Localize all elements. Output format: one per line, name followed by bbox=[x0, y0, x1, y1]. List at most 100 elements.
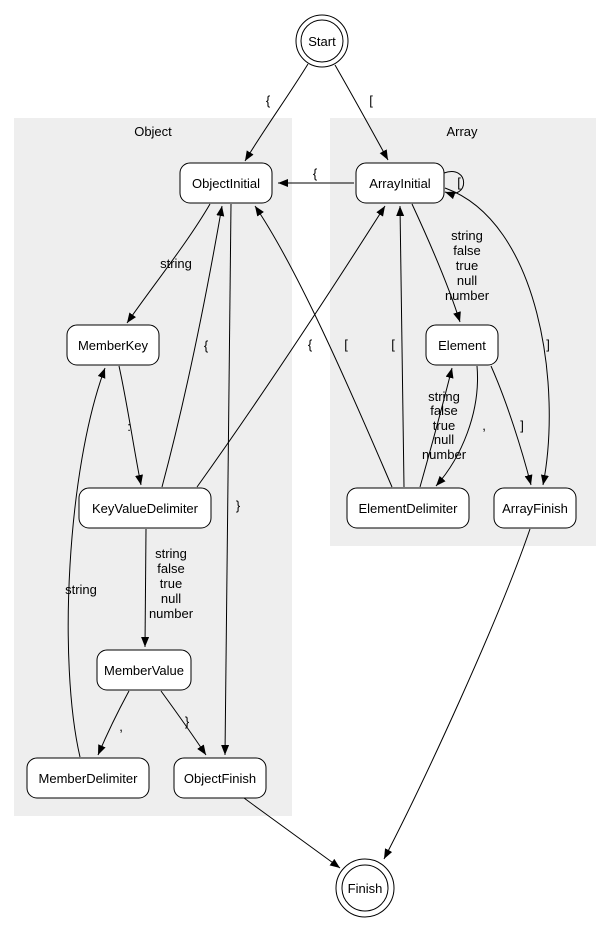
cluster-object-box bbox=[14, 118, 292, 816]
edge-arrayinitial-element-path bbox=[411, 203, 461, 323]
edge-label-memberkey-keyvaluedelimiter: : bbox=[127, 419, 131, 434]
node-finish: Finish bbox=[335, 858, 395, 918]
edge-label-element-arrayfinish: ] bbox=[520, 418, 524, 433]
edge-element-arrayfinish-path bbox=[490, 365, 533, 486]
edge-objectfinish-finish-path bbox=[243, 797, 341, 869]
edge-element-elementdelimiter-path bbox=[435, 365, 479, 487]
node-membervalue-label: MemberValue bbox=[104, 663, 184, 678]
edge-memberdelimiter-memberkey: string bbox=[65, 367, 106, 758]
edge-label-objectinitial-objectfinish: } bbox=[236, 498, 241, 513]
edge-keyvaluedelimiter-objectinitial: { bbox=[161, 205, 225, 488]
edge-arrayinitial-arrayfinish: ] bbox=[444, 187, 550, 486]
edge-keyvaluedelimiter-objectinitial-path bbox=[161, 205, 225, 488]
edge-membervalue-memberdelimiter: , bbox=[97, 690, 130, 756]
edge-keyvaluedelimiter-arrayinitial: [ bbox=[196, 205, 386, 488]
edge-objectinitial-objectfinish-path bbox=[221, 203, 232, 756]
edge-label-objectinitial-memberkey: string bbox=[160, 256, 192, 271]
node-elementdelimiter-label: ElementDelimiter bbox=[359, 501, 459, 516]
node-arrayfinish-box bbox=[493, 487, 577, 529]
edge-start-arrayinitial-path bbox=[334, 64, 389, 161]
edge-arrayinitial-objectinitial: { bbox=[278, 166, 354, 187]
edge-elementdelimiter-arrayinitial-path bbox=[396, 205, 405, 488]
edge-element-arrayfinish: ] bbox=[490, 365, 533, 486]
edge-memberkey-keyvaluedelimiter: : bbox=[118, 365, 143, 486]
node-memberdelimiter: MemberDelimiter bbox=[26, 757, 150, 799]
node-arrayinitial-label: ArrayInitial bbox=[369, 176, 431, 191]
edge-label-element-elementdelimiter: , bbox=[482, 418, 486, 433]
edge-objectinitial-memberkey: string bbox=[126, 203, 211, 324]
edge-start-objectinitial: { bbox=[244, 63, 309, 162]
edge-keyvaluedelimiter-membervalue: string false true null number bbox=[141, 528, 194, 648]
edges: { [ { [ string } : { bbox=[65, 63, 550, 869]
node-objectfinish: ObjectFinish bbox=[173, 757, 267, 799]
node-memberkey-label: MemberKey bbox=[78, 338, 149, 353]
edge-label-line: true bbox=[433, 418, 455, 433]
edge-label-start-arrayinitial: [ bbox=[369, 93, 373, 108]
edge-elementdelimiter-element: string false true null number bbox=[419, 367, 467, 488]
edge-label-start-objectinitial: { bbox=[266, 93, 271, 108]
edge-membervalue-memberdelimiter-path bbox=[97, 690, 130, 756]
node-start-label: Start bbox=[308, 34, 336, 49]
node-finish-inner-circle bbox=[341, 864, 389, 912]
node-objectinitial: ObjectInitial bbox=[179, 162, 273, 204]
edge-label-line: null bbox=[161, 591, 181, 606]
node-objectfinish-label: ObjectFinish bbox=[184, 771, 256, 786]
node-start: Start bbox=[295, 14, 349, 68]
edge-label-elementdelimiter-objectinitial: { bbox=[308, 337, 313, 352]
edge-memberkey-keyvaluedelimiter-path bbox=[118, 365, 143, 486]
edge-label-membervalue-objectfinish: } bbox=[185, 714, 190, 729]
node-memberdelimiter-box bbox=[26, 757, 150, 799]
edge-elementdelimiter-objectinitial: { bbox=[254, 205, 393, 488]
edge-label-line: number bbox=[445, 288, 490, 303]
cluster-array-title: Array bbox=[446, 124, 478, 139]
edge-element-elementdelimiter: , bbox=[435, 365, 486, 487]
edge-arrayfinish-finish-path bbox=[383, 528, 531, 860]
node-element-box bbox=[425, 324, 499, 366]
edge-label-line: string bbox=[428, 389, 460, 404]
edge-label-line: false bbox=[157, 561, 184, 576]
edge-label-line: string bbox=[451, 228, 483, 243]
node-memberkey: MemberKey bbox=[66, 324, 160, 366]
node-elementdelimiter-box bbox=[346, 487, 470, 529]
edge-start-arrayinitial: [ bbox=[334, 64, 389, 161]
edge-memberdelimiter-memberkey-path bbox=[67, 367, 106, 758]
edge-start-objectinitial-path bbox=[244, 63, 309, 162]
node-keyvaluedelimiter-box bbox=[78, 487, 212, 529]
edge-label-line: false bbox=[453, 243, 480, 258]
edge-label-elementdelimiter-arrayinitial: [ bbox=[391, 337, 395, 352]
edge-arrayfinish-finish bbox=[383, 528, 531, 860]
edge-arrayinitial-self-loop-path bbox=[443, 171, 465, 200]
edge-arrayinitial-arrayfinish-path bbox=[444, 187, 550, 486]
edge-label-line: false bbox=[430, 403, 457, 418]
node-objectinitial-box bbox=[179, 162, 273, 204]
edge-membervalue-objectfinish-path bbox=[160, 690, 207, 756]
node-membervalue-box bbox=[96, 649, 192, 691]
node-element-label: Element bbox=[438, 338, 486, 353]
edge-label-line: string bbox=[155, 546, 187, 561]
edge-label-line: number bbox=[149, 606, 194, 621]
node-arrayfinish-label: ArrayFinish bbox=[502, 501, 568, 516]
edge-label-arrayinitial-self: [ bbox=[457, 175, 461, 190]
node-memberdelimiter-label: MemberDelimiter bbox=[39, 771, 139, 786]
edge-label-membervalue-memberdelimiter: , bbox=[119, 719, 123, 734]
edge-objectinitial-memberkey-path bbox=[126, 203, 211, 324]
node-finish-label: Finish bbox=[348, 881, 383, 896]
edge-label-line: true bbox=[456, 258, 478, 273]
node-arrayinitial-box bbox=[355, 162, 445, 204]
node-element: Element bbox=[425, 324, 499, 366]
edge-elementdelimiter-element-path bbox=[419, 367, 454, 488]
edge-arrayinitial-self-loop: [ bbox=[443, 171, 465, 200]
node-objectinitial-label: ObjectInitial bbox=[192, 176, 260, 191]
edge-label-arrayinitial-objectinitial: { bbox=[313, 166, 318, 181]
cluster-object-title: Object bbox=[134, 124, 172, 139]
edge-label-line: null bbox=[434, 432, 454, 447]
node-memberkey-box bbox=[66, 324, 160, 366]
edge-keyvaluedelimiter-arrayinitial-path bbox=[196, 205, 386, 488]
edge-arrayinitial-element: string false true null number bbox=[411, 203, 490, 323]
node-membervalue: MemberValue bbox=[96, 649, 192, 691]
edge-label-line: true bbox=[160, 576, 182, 591]
edge-label-keyvaluedelimiter-arrayinitial: [ bbox=[344, 337, 348, 352]
edge-label-memberdelimiter-memberkey: string bbox=[65, 582, 97, 597]
